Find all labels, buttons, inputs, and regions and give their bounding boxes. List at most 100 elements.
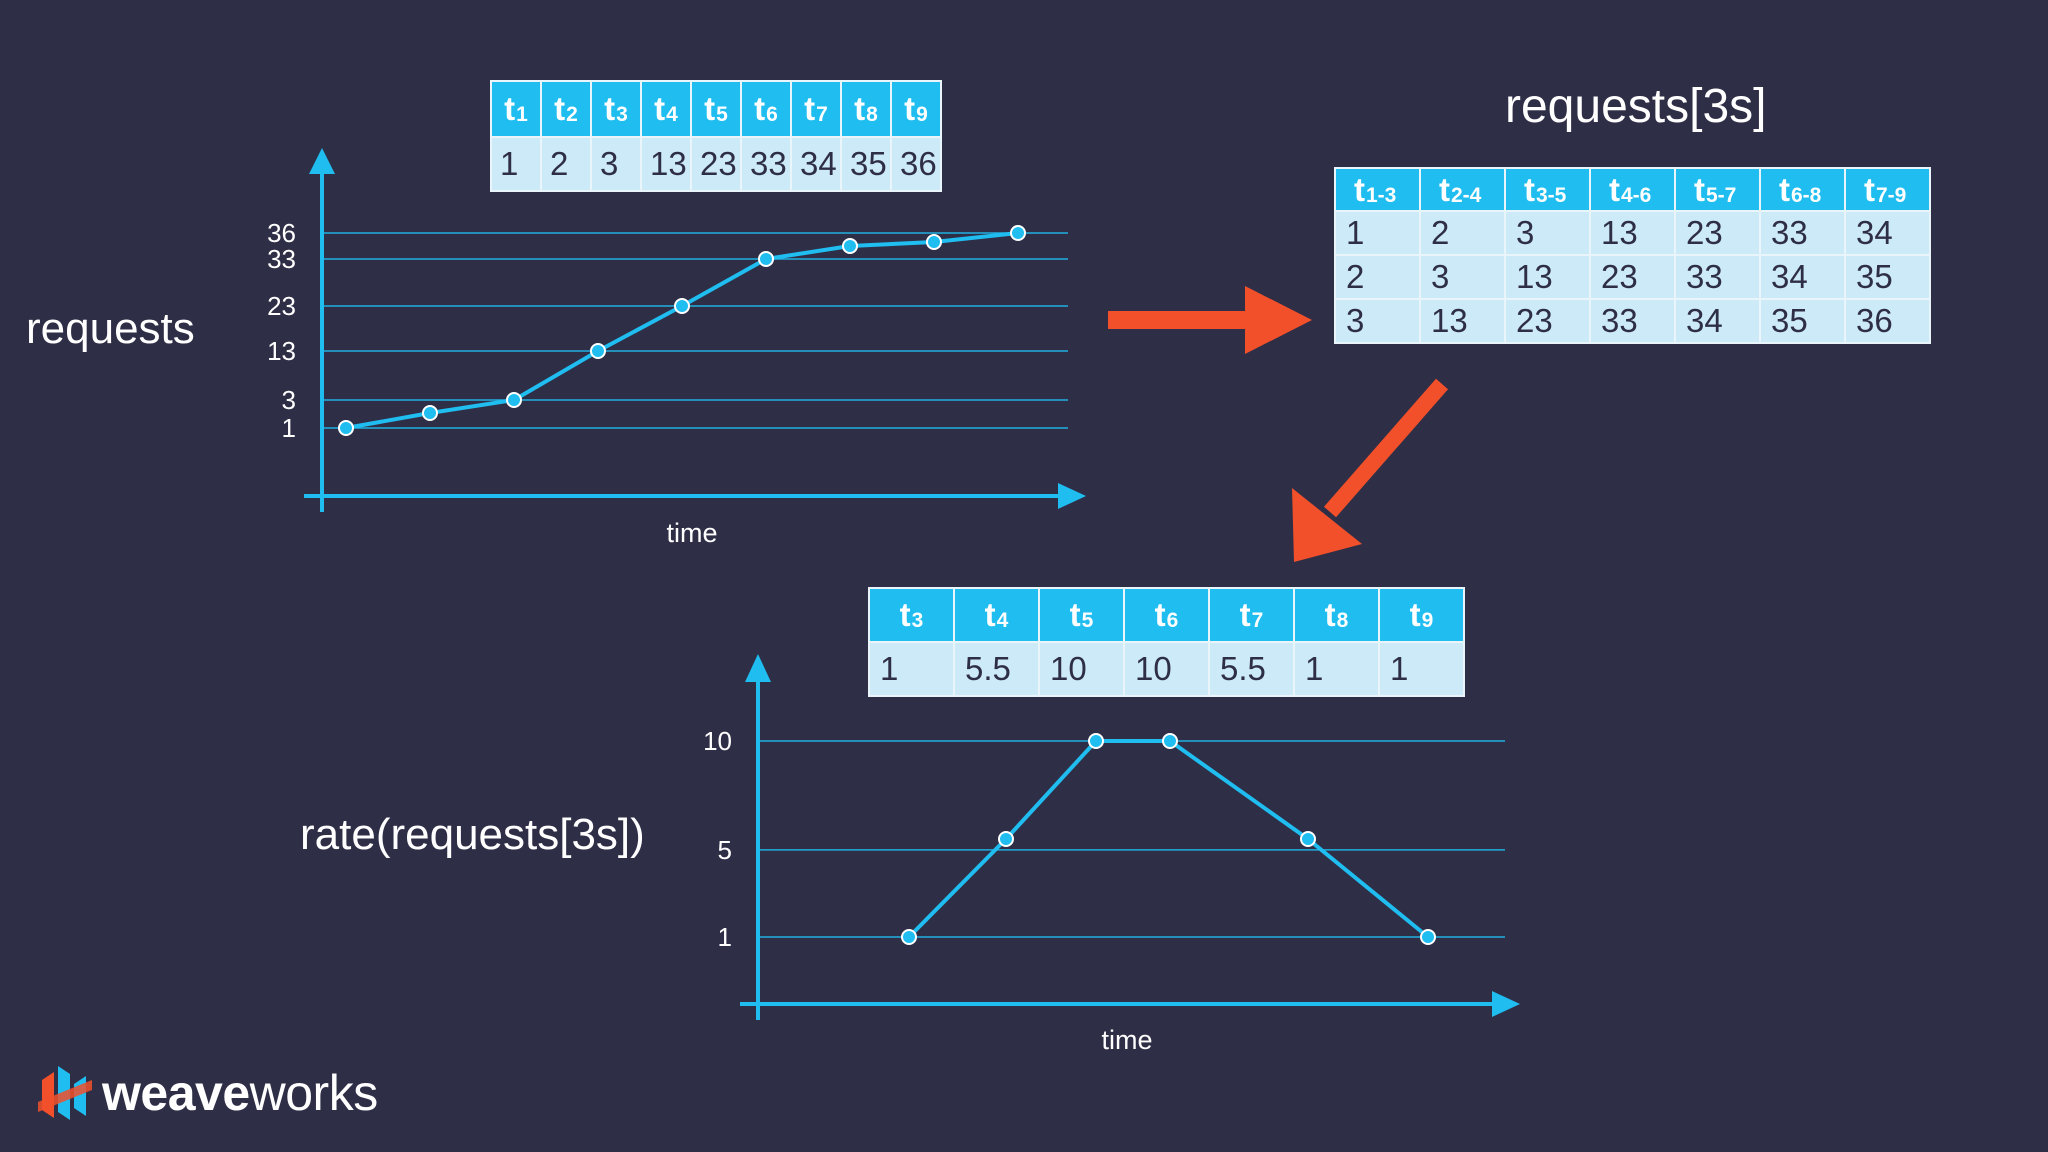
rate-table-value-cell: 5.5 — [1210, 643, 1293, 695]
window-table-value-cell: 1 — [1336, 212, 1419, 254]
chart2-y-tick-label: 1 — [718, 922, 732, 952]
rate-table-value-cell: 1 — [1380, 643, 1463, 695]
chart1-data-point — [422, 405, 438, 421]
window-table-value-cell: 2 — [1421, 212, 1504, 254]
rate-table-value-cell: 5.5 — [955, 643, 1038, 695]
chart1-data-point — [506, 392, 522, 408]
chart2-series-label: rate(requests[3s]) — [300, 810, 645, 859]
top-table-value-cell: 33 — [742, 138, 790, 190]
chart2-x-label: time — [1101, 1025, 1152, 1055]
chart1-y-tick-label: 33 — [267, 244, 296, 274]
window-table-value-cell: 3 — [1336, 300, 1419, 342]
window-table-value-cell: 35 — [1761, 300, 1844, 342]
right-arrow-shaft — [1108, 311, 1248, 329]
window-table-value-cell: 13 — [1421, 300, 1504, 342]
top-table-value-cell: 2 — [542, 138, 590, 190]
window-table-value-cell: 33 — [1676, 256, 1759, 298]
chart2-data-point — [1420, 929, 1436, 945]
weaveworks-logo-icon — [38, 1066, 92, 1120]
rate-table-value-cell: 1 — [870, 643, 953, 695]
window-table-value-cell: 33 — [1761, 212, 1844, 254]
rate-table-value-cell: 10 — [1040, 643, 1123, 695]
top-table-value-cell: 34 — [792, 138, 840, 190]
top-table-value-cell: 13 — [642, 138, 690, 190]
chart1-data-point — [926, 234, 942, 250]
window-table-value-cell: 33 — [1591, 300, 1674, 342]
window-table-value-cell: 23 — [1591, 256, 1674, 298]
rate-table-value-cell: 1 — [1295, 643, 1378, 695]
rate-table-value-cell: 10 — [1125, 643, 1208, 695]
top-table-value-cell: 23 — [692, 138, 740, 190]
chart1-series-label: requests — [26, 304, 195, 353]
chart1-data-point — [758, 251, 774, 267]
chart1-y-tick-label: 3 — [282, 385, 296, 415]
chart1-y-axis-arrow — [309, 148, 335, 174]
window-table-value-cell: 35 — [1846, 256, 1929, 298]
weaveworks-logo-text: weaveworks — [102, 1065, 378, 1121]
chart2-data-point — [1162, 733, 1178, 749]
chart2-y-axis-arrow — [745, 654, 771, 682]
window-table-value-cell: 3 — [1421, 256, 1504, 298]
chart2-data-point — [1300, 831, 1316, 847]
window-table-value-cell: 34 — [1676, 300, 1759, 342]
top-table-value-cell: 35 — [842, 138, 890, 190]
chart2-series-line — [907, 739, 1430, 939]
window-table-value-cell: 13 — [1506, 256, 1589, 298]
window-table-value-cell: 34 — [1761, 256, 1844, 298]
right-arrow-head — [1245, 286, 1312, 354]
window-table-value-cell: 23 — [1676, 212, 1759, 254]
chart1-data-point — [674, 298, 690, 314]
chart1-y-tick-label: 36 — [267, 218, 296, 248]
chart2-y-tick-label: 10 — [703, 726, 732, 756]
chart2-x-axis-arrow — [1492, 991, 1520, 1017]
window-table-value-cell: 36 — [1846, 300, 1929, 342]
chart1-x-axis-arrow — [1058, 483, 1086, 509]
chart1-y-tick-label: 1 — [282, 413, 296, 443]
window-table-value-cell: 2 — [1336, 256, 1419, 298]
top-table-value-cell: 36 — [892, 138, 940, 190]
chart2-data-point — [998, 831, 1014, 847]
weaveworks-logo: weaveworks — [34, 1062, 434, 1124]
chart1-data-point — [590, 343, 606, 359]
chart2-y-tick-label: 5 — [718, 835, 732, 865]
window-table-value-cell: 34 — [1846, 212, 1929, 254]
top-table-value-cell: 3 — [592, 138, 640, 190]
top-table-value-cell: 1 — [492, 138, 540, 190]
chart2-data-point — [901, 929, 917, 945]
chart1-data-point — [1010, 225, 1026, 241]
chart1-y-tick-label: 23 — [267, 291, 296, 321]
chart1-data-point — [338, 420, 354, 436]
chart1-series-line — [345, 231, 1019, 430]
window-table-value-cell: 3 — [1506, 212, 1589, 254]
chart1-data-point — [842, 238, 858, 254]
window-table-value-cell: 23 — [1506, 300, 1589, 342]
down-left-arrow-shaft — [1323, 378, 1449, 518]
chart2-data-point — [1088, 733, 1104, 749]
window-table-value-cell: 13 — [1591, 212, 1674, 254]
chart1-y-tick-label: 13 — [267, 336, 296, 366]
chart1-x-label: time — [666, 518, 717, 548]
